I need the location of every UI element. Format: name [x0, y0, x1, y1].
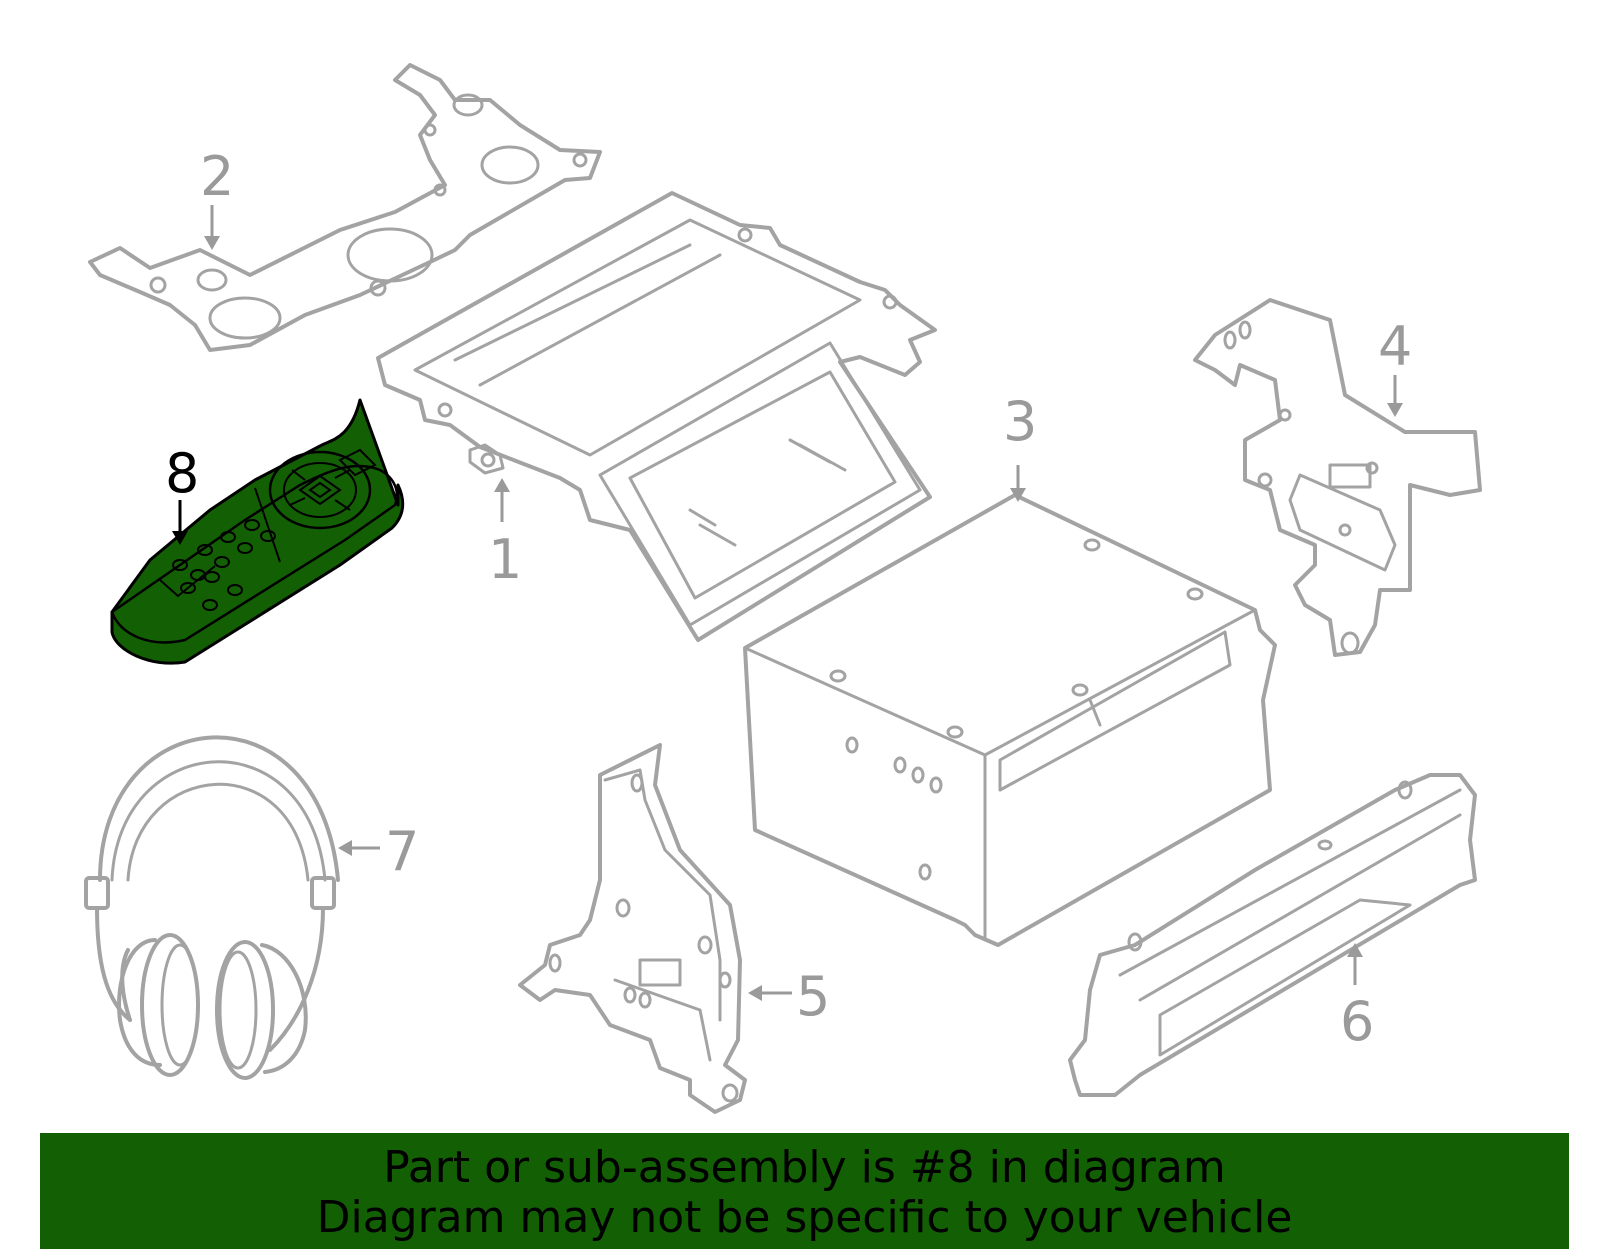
part-3-main-unit[interactable]	[743, 493, 1277, 947]
callout-3: 3	[1003, 390, 1037, 453]
part-4-bracket[interactable]	[1193, 298, 1482, 657]
callout-6: 6	[1340, 990, 1374, 1053]
callout-1: 1	[488, 528, 522, 591]
callout-2: 2	[200, 145, 234, 208]
callout-8: 8	[165, 442, 199, 505]
part-5-bracket[interactable]	[518, 743, 747, 1114]
banner-line-1: Part or sub-assembly is #8 in diagram	[383, 1142, 1226, 1193]
callout-7: 7	[385, 820, 419, 883]
part-1-display-frame[interactable]	[376, 191, 937, 642]
info-banner: Part or sub-assembly is #8 in diagram Di…	[40, 1133, 1569, 1249]
callout-arrows	[172, 205, 1403, 1001]
part-2-bracket[interactable]	[88, 63, 602, 352]
callout-4: 4	[1378, 315, 1412, 378]
banner-line-2: Diagram may not be specific to your vehi…	[316, 1192, 1293, 1243]
part-8-remote-control[interactable]	[110, 398, 405, 665]
part-6-module[interactable]	[1068, 773, 1477, 1097]
callout-5: 5	[796, 965, 830, 1028]
part-7-headphones[interactable]	[84, 735, 340, 1080]
